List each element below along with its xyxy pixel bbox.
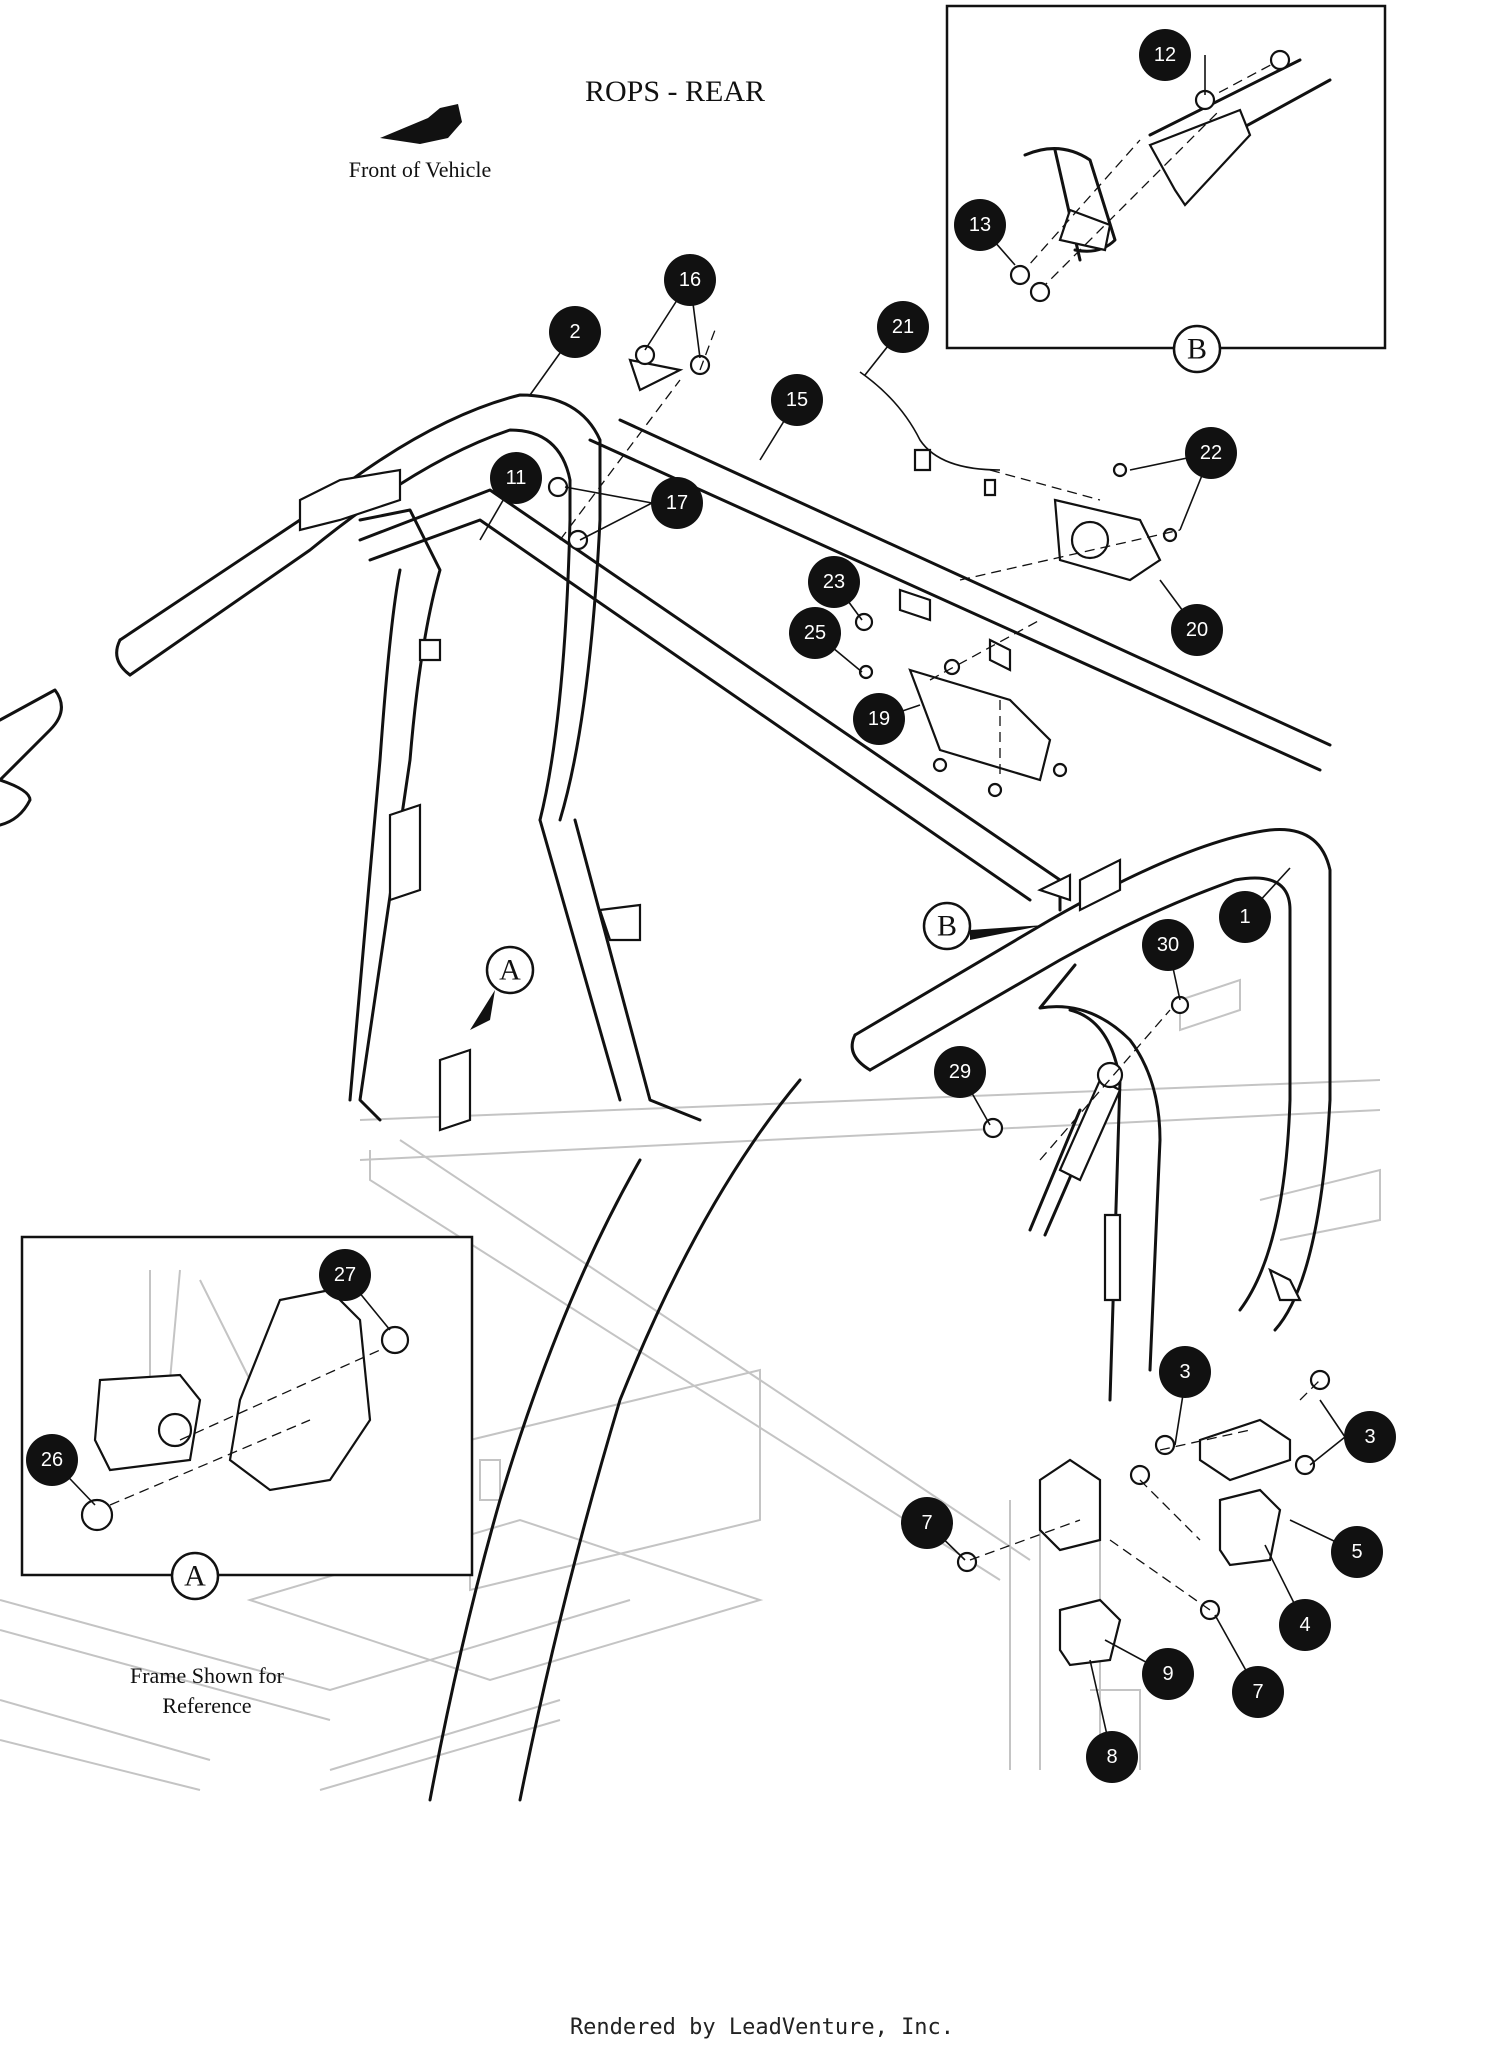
callout: 20 — [1171, 604, 1223, 656]
svg-text:4: 4 — [1299, 1614, 1310, 1636]
svg-text:22: 22 — [1200, 442, 1222, 464]
detail-a-box — [20, 1235, 474, 1577]
callout: 17 — [651, 477, 703, 529]
callout: 12 — [1139, 29, 1191, 81]
callout: 30 — [1142, 919, 1194, 971]
frame-note-line1: Frame Shown for — [130, 1663, 285, 1688]
svg-text:5: 5 — [1351, 1541, 1362, 1563]
brackets — [298, 358, 1302, 1302]
callout: 2 — [549, 306, 601, 358]
svg-text:8: 8 — [1106, 1746, 1117, 1768]
shock-absorber — [1028, 1061, 1124, 1237]
callout: 5 — [1331, 1526, 1383, 1578]
svg-text:27: 27 — [334, 1264, 356, 1286]
svg-text:19: 19 — [868, 708, 890, 730]
detail-a-label: A — [170, 1551, 220, 1601]
svg-text:A: A — [184, 1560, 206, 1593]
svg-text:7: 7 — [1252, 1681, 1263, 1703]
callout: 3 — [1159, 1346, 1211, 1398]
svg-text:16: 16 — [679, 269, 701, 291]
wiring-harness — [859, 371, 1001, 497]
svg-text:12: 12 — [1154, 44, 1176, 66]
svg-text:11: 11 — [506, 467, 527, 489]
svg-text:B: B — [937, 910, 957, 943]
svg-text:29: 29 — [949, 1061, 971, 1083]
svg-text:7: 7 — [921, 1512, 932, 1534]
callout: 25 — [789, 607, 841, 659]
callout: 4 — [1279, 1599, 1331, 1651]
callout: 9 — [1142, 1648, 1194, 1700]
callout: 3 — [1344, 1411, 1396, 1463]
svg-text:3: 3 — [1179, 1361, 1190, 1383]
svg-text:25: 25 — [804, 622, 826, 644]
callout: 29 — [934, 1046, 986, 1098]
callout: 22 — [1185, 427, 1237, 479]
front-of-vehicle-label: Front of Vehicle — [349, 157, 492, 182]
svg-text:3: 3 — [1364, 1426, 1375, 1448]
svg-text:26: 26 — [41, 1449, 63, 1471]
detail-b-label: B — [1172, 324, 1222, 374]
callout: 8 — [1086, 1731, 1138, 1783]
svg-text:13: 13 — [969, 214, 991, 236]
callout: 11 — [490, 452, 542, 504]
svg-text:A: A — [499, 954, 521, 987]
svg-text:B: B — [1187, 333, 1207, 366]
callout: 15 — [771, 374, 823, 426]
svg-text:2: 2 — [569, 321, 580, 343]
fasteners — [547, 344, 1331, 1621]
callout: 19 — [853, 693, 905, 745]
side-bar-fragment — [0, 688, 63, 827]
detail-a-pointer: A — [470, 945, 535, 1030]
callout: 16 — [664, 254, 716, 306]
rops-front-hoops — [115, 393, 1332, 1122]
detail-b-pointer: B — [922, 901, 1045, 951]
svg-text:17: 17 — [666, 492, 688, 514]
svg-text:23: 23 — [823, 571, 845, 593]
diagram-title: ROPS - REAR — [585, 75, 765, 108]
callout: 7 — [1232, 1666, 1284, 1718]
callout: 26 — [26, 1434, 78, 1486]
callout: 7 — [901, 1497, 953, 1549]
footer-credit: Rendered by LeadVenture, Inc. — [570, 2015, 954, 2040]
svg-text:20: 20 — [1186, 619, 1208, 641]
callout: 21 — [877, 301, 929, 353]
svg-text:30: 30 — [1157, 934, 1179, 956]
svg-text:15: 15 — [786, 389, 808, 411]
alignment-lines — [559, 329, 1321, 1611]
light-assembly — [898, 498, 1162, 782]
long-rear-tube — [428, 1078, 802, 1802]
svg-text:21: 21 — [892, 316, 914, 338]
callout: 13 — [954, 199, 1006, 251]
callout: 23 — [808, 556, 860, 608]
frame-note-line2: Reference — [162, 1693, 251, 1718]
callout: 1 — [1219, 891, 1271, 943]
lower-mounts — [1038, 1418, 1292, 1667]
front-arrow-icon — [380, 104, 462, 144]
svg-text:1: 1 — [1239, 906, 1250, 928]
svg-text:9: 9 — [1162, 1663, 1173, 1685]
callout: 27 — [319, 1249, 371, 1301]
